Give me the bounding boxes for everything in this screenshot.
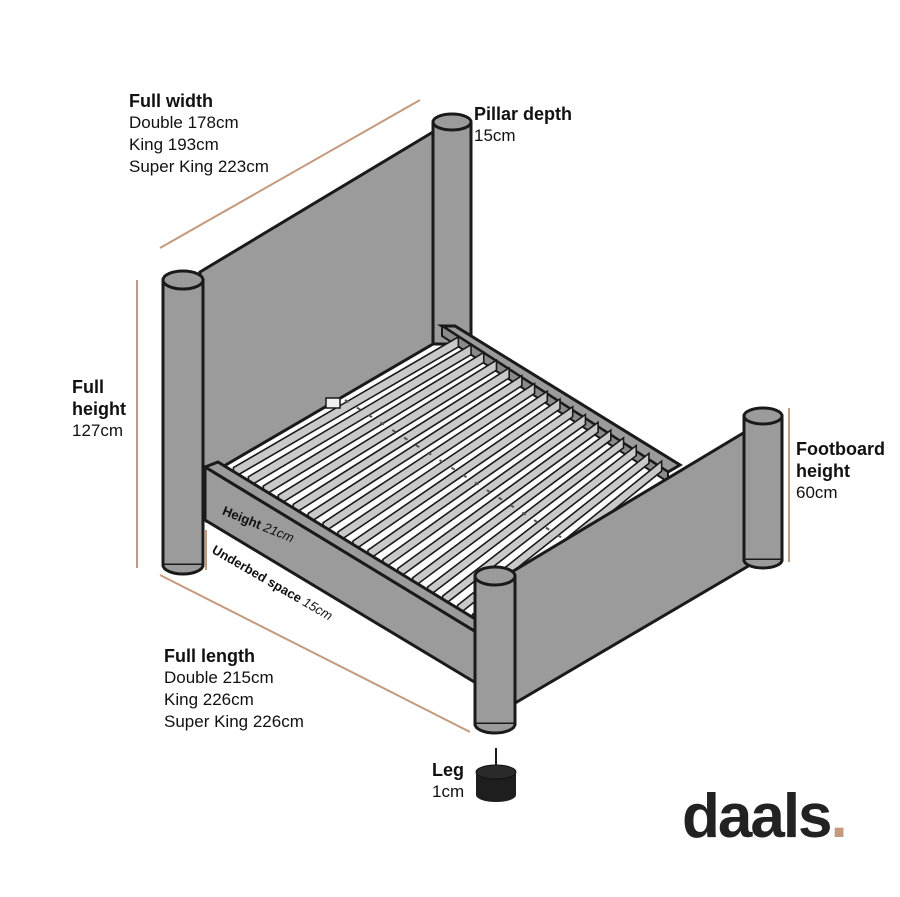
full-width-king: King 193cm [129,135,219,154]
full-height-label: Full height 127cm [72,376,126,442]
footboard-back-pillar [742,406,784,570]
full-length-label: Full length Double 215cm King 226cm Supe… [164,645,304,733]
brand-name: daals [682,782,833,851]
headboard-front-pillar [161,269,205,576]
pillar-depth-label: Pillar depth 15cm [474,103,572,147]
footboard-height-label: Footboard height 60cm [796,438,885,504]
full-width-double: Double 178cm [129,113,239,132]
leg-label: Leg 1cm [432,759,464,803]
full-length-super-king: Super King 226cm [164,712,304,731]
brand-dot: . [830,782,848,851]
full-height-heading-1: Full [72,377,104,397]
full-length-heading: Full length [164,646,255,666]
hinge-detail [325,397,341,409]
footboard-height-heading-2: height [796,461,850,481]
full-height-heading-2: height [72,399,126,419]
headboard-back-pillar [431,112,473,346]
leg-icon [475,748,517,802]
pillar-depth-value: 15cm [474,126,516,145]
full-length-dimension-line [159,574,471,733]
full-length-king: King 226cm [164,690,254,709]
pillar-depth-heading: Pillar depth [474,104,573,124]
leg-heading: Leg [432,760,465,780]
full-width-heading: Full width [129,91,213,111]
full-width-dimension-line [159,99,421,249]
footboard-front-pillar [473,565,517,735]
full-height-value: 127cm [72,421,124,440]
brand-logo: daals. [682,782,848,852]
slats-group [232,335,663,627]
full-length-double: Double 215cm [164,668,274,687]
leg-value: 1cm [432,782,465,801]
footboard-height-heading-1: Footboard [796,439,885,459]
full-width-label: Full width Double 178cm King 193cm Super… [129,90,269,178]
footboard-height-value: 60cm [796,483,838,502]
full-width-super-king: Super King 223cm [129,157,269,176]
